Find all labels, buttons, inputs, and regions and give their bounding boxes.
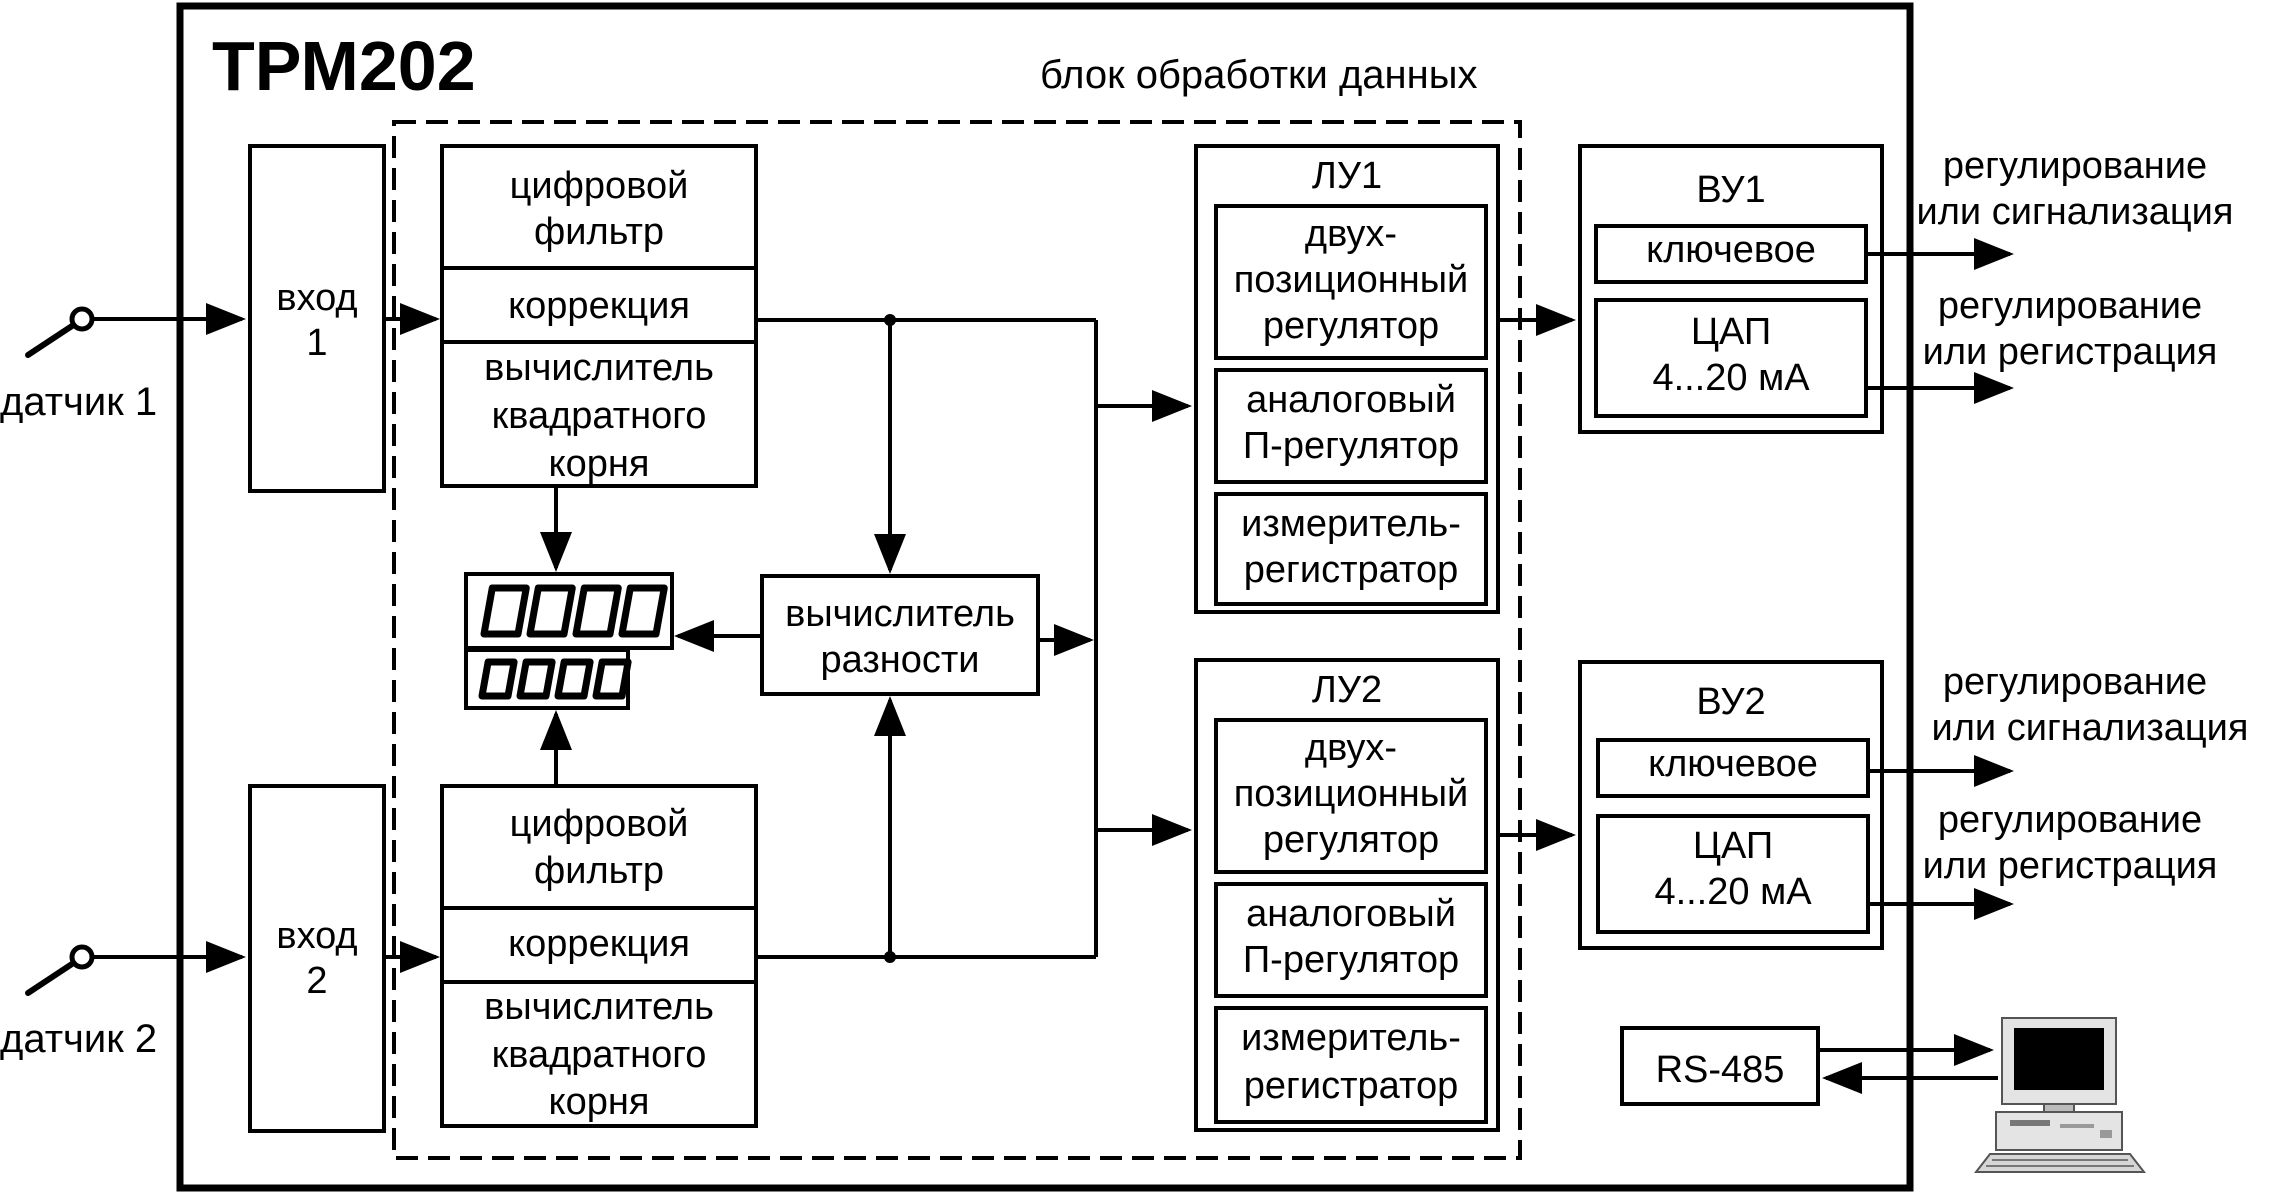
input-2-label: вход (276, 915, 357, 957)
logic-unit-2-analog-label-2: П-регулятор (1243, 939, 1459, 981)
output-unit-2-key-label: ключевое (1648, 743, 1818, 785)
rs485-label: RS-485 (1656, 1049, 1785, 1091)
logic-unit-2-title: ЛУ2 (1312, 669, 1382, 711)
display-digit (480, 584, 530, 638)
rs485-box (1620, 1026, 1820, 1106)
display-bottom-digits (478, 658, 632, 700)
channel-1-sqrt-label-2: квадратного (492, 395, 707, 437)
output-unit-2-out2-label: регулирование (1938, 799, 2202, 841)
logic-unit-1-two-position-label-3: регулятор (1263, 305, 1439, 347)
output-unit-1-title: ВУ1 (1696, 169, 1765, 211)
input-1-box (248, 144, 386, 493)
sensor-probe-icon (25, 944, 95, 996)
logic-unit-2-meter-box (1214, 1006, 1488, 1124)
sensor-1-label: датчик 1 (0, 380, 157, 424)
processing-block-label: блок обработки данных (1040, 53, 1477, 97)
channel-1-filter-label-2: фильтр (534, 211, 664, 253)
output-unit-1-out1-label: регулирование (1943, 145, 2207, 187)
input-2-number: 2 (306, 960, 327, 1002)
logic-unit-1-two-position-label: двух- (1305, 213, 1397, 255)
logic-unit-1-title: ЛУ1 (1312, 155, 1382, 197)
display-digit (478, 658, 518, 700)
difference-label: вычислитель (785, 593, 1015, 635)
logic-unit-1-analog-box (1214, 368, 1488, 484)
channel-1-filter-label: цифровой (510, 165, 689, 207)
channel-1-sqrt-label-3: корня (549, 443, 650, 485)
channel-2: цифровой фильтр коррекция вычислитель кв… (440, 784, 758, 1128)
channel-2-correction-label: коррекция (508, 923, 690, 965)
channel-1-correction-label: коррекция (508, 285, 690, 327)
channel-2-sqrt-label: вычислитель (484, 986, 714, 1028)
input-1-number: 1 (306, 322, 327, 364)
display-digit (554, 658, 594, 700)
input-2-box (248, 784, 386, 1133)
sensor-2-label: датчик 2 (0, 1017, 157, 1061)
logic-unit-1-two-position-label-2: позиционный (1234, 259, 1469, 301)
channel-2-filter-label: цифровой (510, 803, 689, 845)
channel-1: цифровой фильтр коррекция вычислитель кв… (440, 144, 758, 488)
output-unit-2-dac-range: 4...20 мА (1654, 871, 1812, 913)
computer-icon (1973, 1017, 2147, 1173)
logic-unit-1-meter-label-2: регистратор (1244, 549, 1458, 591)
channel-2-box (440, 784, 758, 1128)
output-unit-2-title: ВУ2 (1696, 681, 1765, 723)
device-frame (176, 2, 1914, 1192)
processing-block-frame (392, 120, 1522, 1160)
difference-label-2: разности (820, 639, 979, 681)
logic-unit-2-meter-label-2: регистратор (1244, 1065, 1458, 1107)
channel-2-sqrt-label-3: корня (549, 1081, 650, 1123)
logic-unit-2-two-position-box (1214, 718, 1488, 874)
input-1-label: вход (276, 277, 357, 319)
logic-unit-2-analog-box (1214, 882, 1488, 998)
output-unit-2-out1-label: регулирование (1943, 661, 2207, 703)
channel-2-filter-label-2: фильтр (534, 850, 664, 892)
output-unit-1-dac-box (1594, 298, 1868, 418)
display-digit (618, 584, 668, 638)
display-digit (516, 658, 556, 700)
output-unit-1-key-label: ключевое (1646, 229, 1816, 271)
logic-unit-2-two-position-label-3: регулятор (1263, 819, 1439, 861)
output-unit-2-dac-box (1596, 814, 1870, 934)
logic-unit-2-analog-label: аналоговый (1246, 893, 1456, 935)
output-unit-2-key-box (1596, 738, 1870, 798)
display-digit (592, 658, 632, 700)
output-unit-1-out2-label-2: или регистрация (1923, 331, 2218, 373)
logic-unit-2-two-position-label-2: позиционный (1234, 773, 1469, 815)
channel-1-sqrt-label: вычислитель (484, 347, 714, 389)
output-unit-1-out1-label-2: или сигнализация (1917, 191, 2234, 233)
output-unit-2-dac-label: ЦАП (1693, 825, 1773, 867)
logic-unit-1-analog-label-2: П-регулятор (1243, 425, 1459, 467)
output-unit-1-out2-label: регулирование (1938, 285, 2202, 327)
logic-unit-1-meter-label: измеритель- (1241, 503, 1461, 545)
display-digit (526, 584, 576, 638)
logic-unit-2-meter-label: измеритель- (1241, 1017, 1461, 1059)
logic-unit-1-meter-box (1214, 492, 1488, 606)
channel-1-box (440, 144, 758, 488)
output-unit-1-dac-range: 4...20 мА (1652, 357, 1810, 399)
logic-unit-2-two-position-label: двух- (1305, 727, 1397, 769)
channel-2-sqrt-label-2: квадратного (492, 1034, 707, 1076)
display-top-digits (480, 584, 668, 638)
logic-unit-1-two-position-box (1214, 204, 1488, 360)
display-digit (572, 584, 622, 638)
sensor-probe-icon (25, 306, 95, 358)
logic-unit-1-analog-label: аналоговый (1246, 379, 1456, 421)
device-title: ТРМ202 (212, 27, 476, 105)
output-unit-2-out2-label-2: или регистрация (1923, 845, 2218, 887)
output-unit-2-out1-label-2: или сигнализация (1932, 707, 2249, 749)
output-unit-1-dac-label: ЦАП (1691, 311, 1771, 353)
